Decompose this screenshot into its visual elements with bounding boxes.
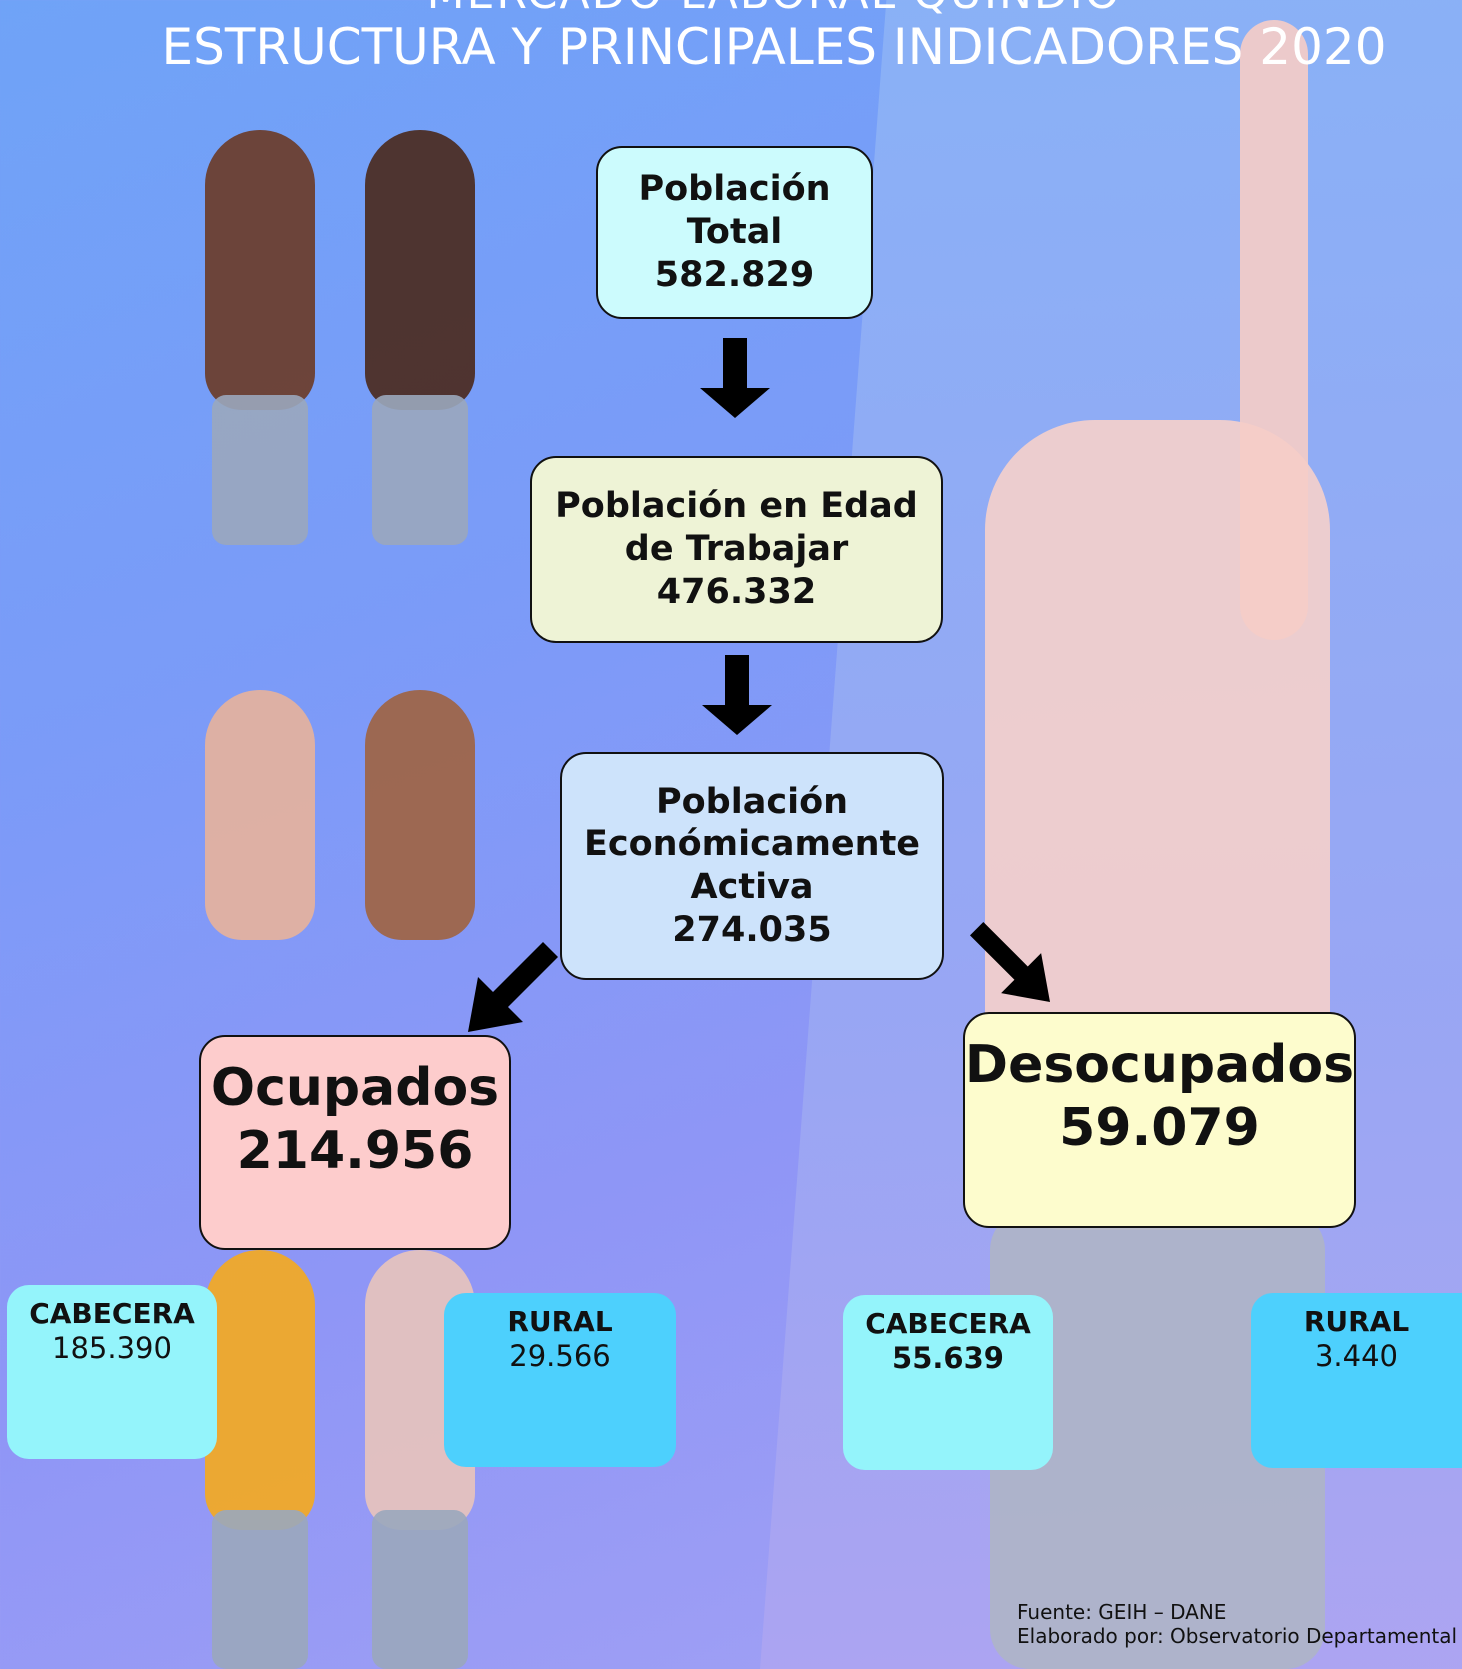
- hand-cuff: [372, 1510, 468, 1669]
- hand-cuff: [212, 1510, 308, 1669]
- desocupados-cabecera-box: CABECERA 55.639: [843, 1295, 1053, 1470]
- poblacion-total-value: 582.829: [654, 254, 815, 295]
- hand-illustration: [205, 130, 315, 410]
- ocupados-cabecera-label: CABECERA: [29, 1297, 195, 1330]
- hand-illustration: [1240, 20, 1308, 640]
- hand-illustration: [205, 690, 315, 940]
- desocupados-label: Desocupados: [964, 1035, 1355, 1095]
- desocupados-rural-label: RURAL: [1303, 1305, 1410, 1338]
- hand-illustration: [205, 1250, 315, 1530]
- desocupados-value: 59.079: [1059, 1098, 1260, 1159]
- desocupados-rural-value: 3.440: [1314, 1338, 1399, 1373]
- desocupados-box: Desocupados 59.079: [963, 1012, 1356, 1228]
- arrow-down-left-icon: [468, 942, 558, 1032]
- ocupados-rural-box: RURAL 29.566: [444, 1293, 676, 1467]
- title-line-1: MERCADO LABORAL QUINDÍO: [0, 0, 1462, 19]
- desocupados-rural-box: RURAL 3.440: [1251, 1293, 1462, 1468]
- edad-trabajar-label-1: Población en Edad: [555, 486, 918, 527]
- poblacion-total-label-2: Total: [686, 212, 783, 253]
- hand-illustration: [365, 690, 475, 940]
- hand-cuff: [212, 395, 308, 545]
- pea-box: Población Económicamente Activa 274.035: [560, 752, 944, 980]
- ocupados-cabecera-value: 185.390: [52, 1330, 172, 1365]
- ocupados-rural-value: 29.566: [509, 1338, 611, 1373]
- pea-label-2: Económicamente: [583, 824, 921, 865]
- footer-fuente: Fuente: GEIH – DANE: [1017, 1600, 1227, 1624]
- desocupados-cabecera-label: CABECERA: [865, 1307, 1031, 1340]
- title-line-2: ESTRUCTURA Y PRINCIPALES INDICADORES 202…: [161, 18, 1387, 76]
- hand-cuff: [372, 395, 468, 545]
- pea-value: 274.035: [672, 909, 832, 950]
- hand-illustration: [365, 130, 475, 410]
- desocupados-cabecera-value: 55.639: [892, 1340, 1004, 1375]
- pea-label-3: Activa: [690, 867, 814, 907]
- ocupados-value: 214.956: [236, 1121, 474, 1182]
- pea-label-1: Población: [655, 781, 849, 822]
- footer: Fuente: GEIH – DANE Elaborado por: Obser…: [1017, 1600, 1462, 1648]
- ocupados-box: Ocupados 214.956: [199, 1035, 511, 1250]
- poblacion-total-label-1: Población: [638, 169, 831, 210]
- edad-trabajar-label-2: de Trabajar: [624, 529, 849, 570]
- ocupados-label: Ocupados: [210, 1058, 500, 1118]
- ocupados-rural-label: RURAL: [507, 1305, 613, 1338]
- footer-elaborado: Elaborado por: Observatorio Departamenta…: [1017, 1624, 1462, 1648]
- arrow-down-icon: [702, 655, 772, 735]
- arrow-down-icon: [700, 338, 770, 418]
- arrow-down-right-icon: [970, 922, 1050, 1002]
- edad-trabajar-box: Población en Edad de Trabajar 476.332: [530, 456, 943, 643]
- ocupados-cabecera-box: CABECERA 185.390: [7, 1285, 217, 1459]
- edad-trabajar-value: 476.332: [656, 571, 817, 612]
- poblacion-total-box: Población Total 582.829: [596, 146, 873, 319]
